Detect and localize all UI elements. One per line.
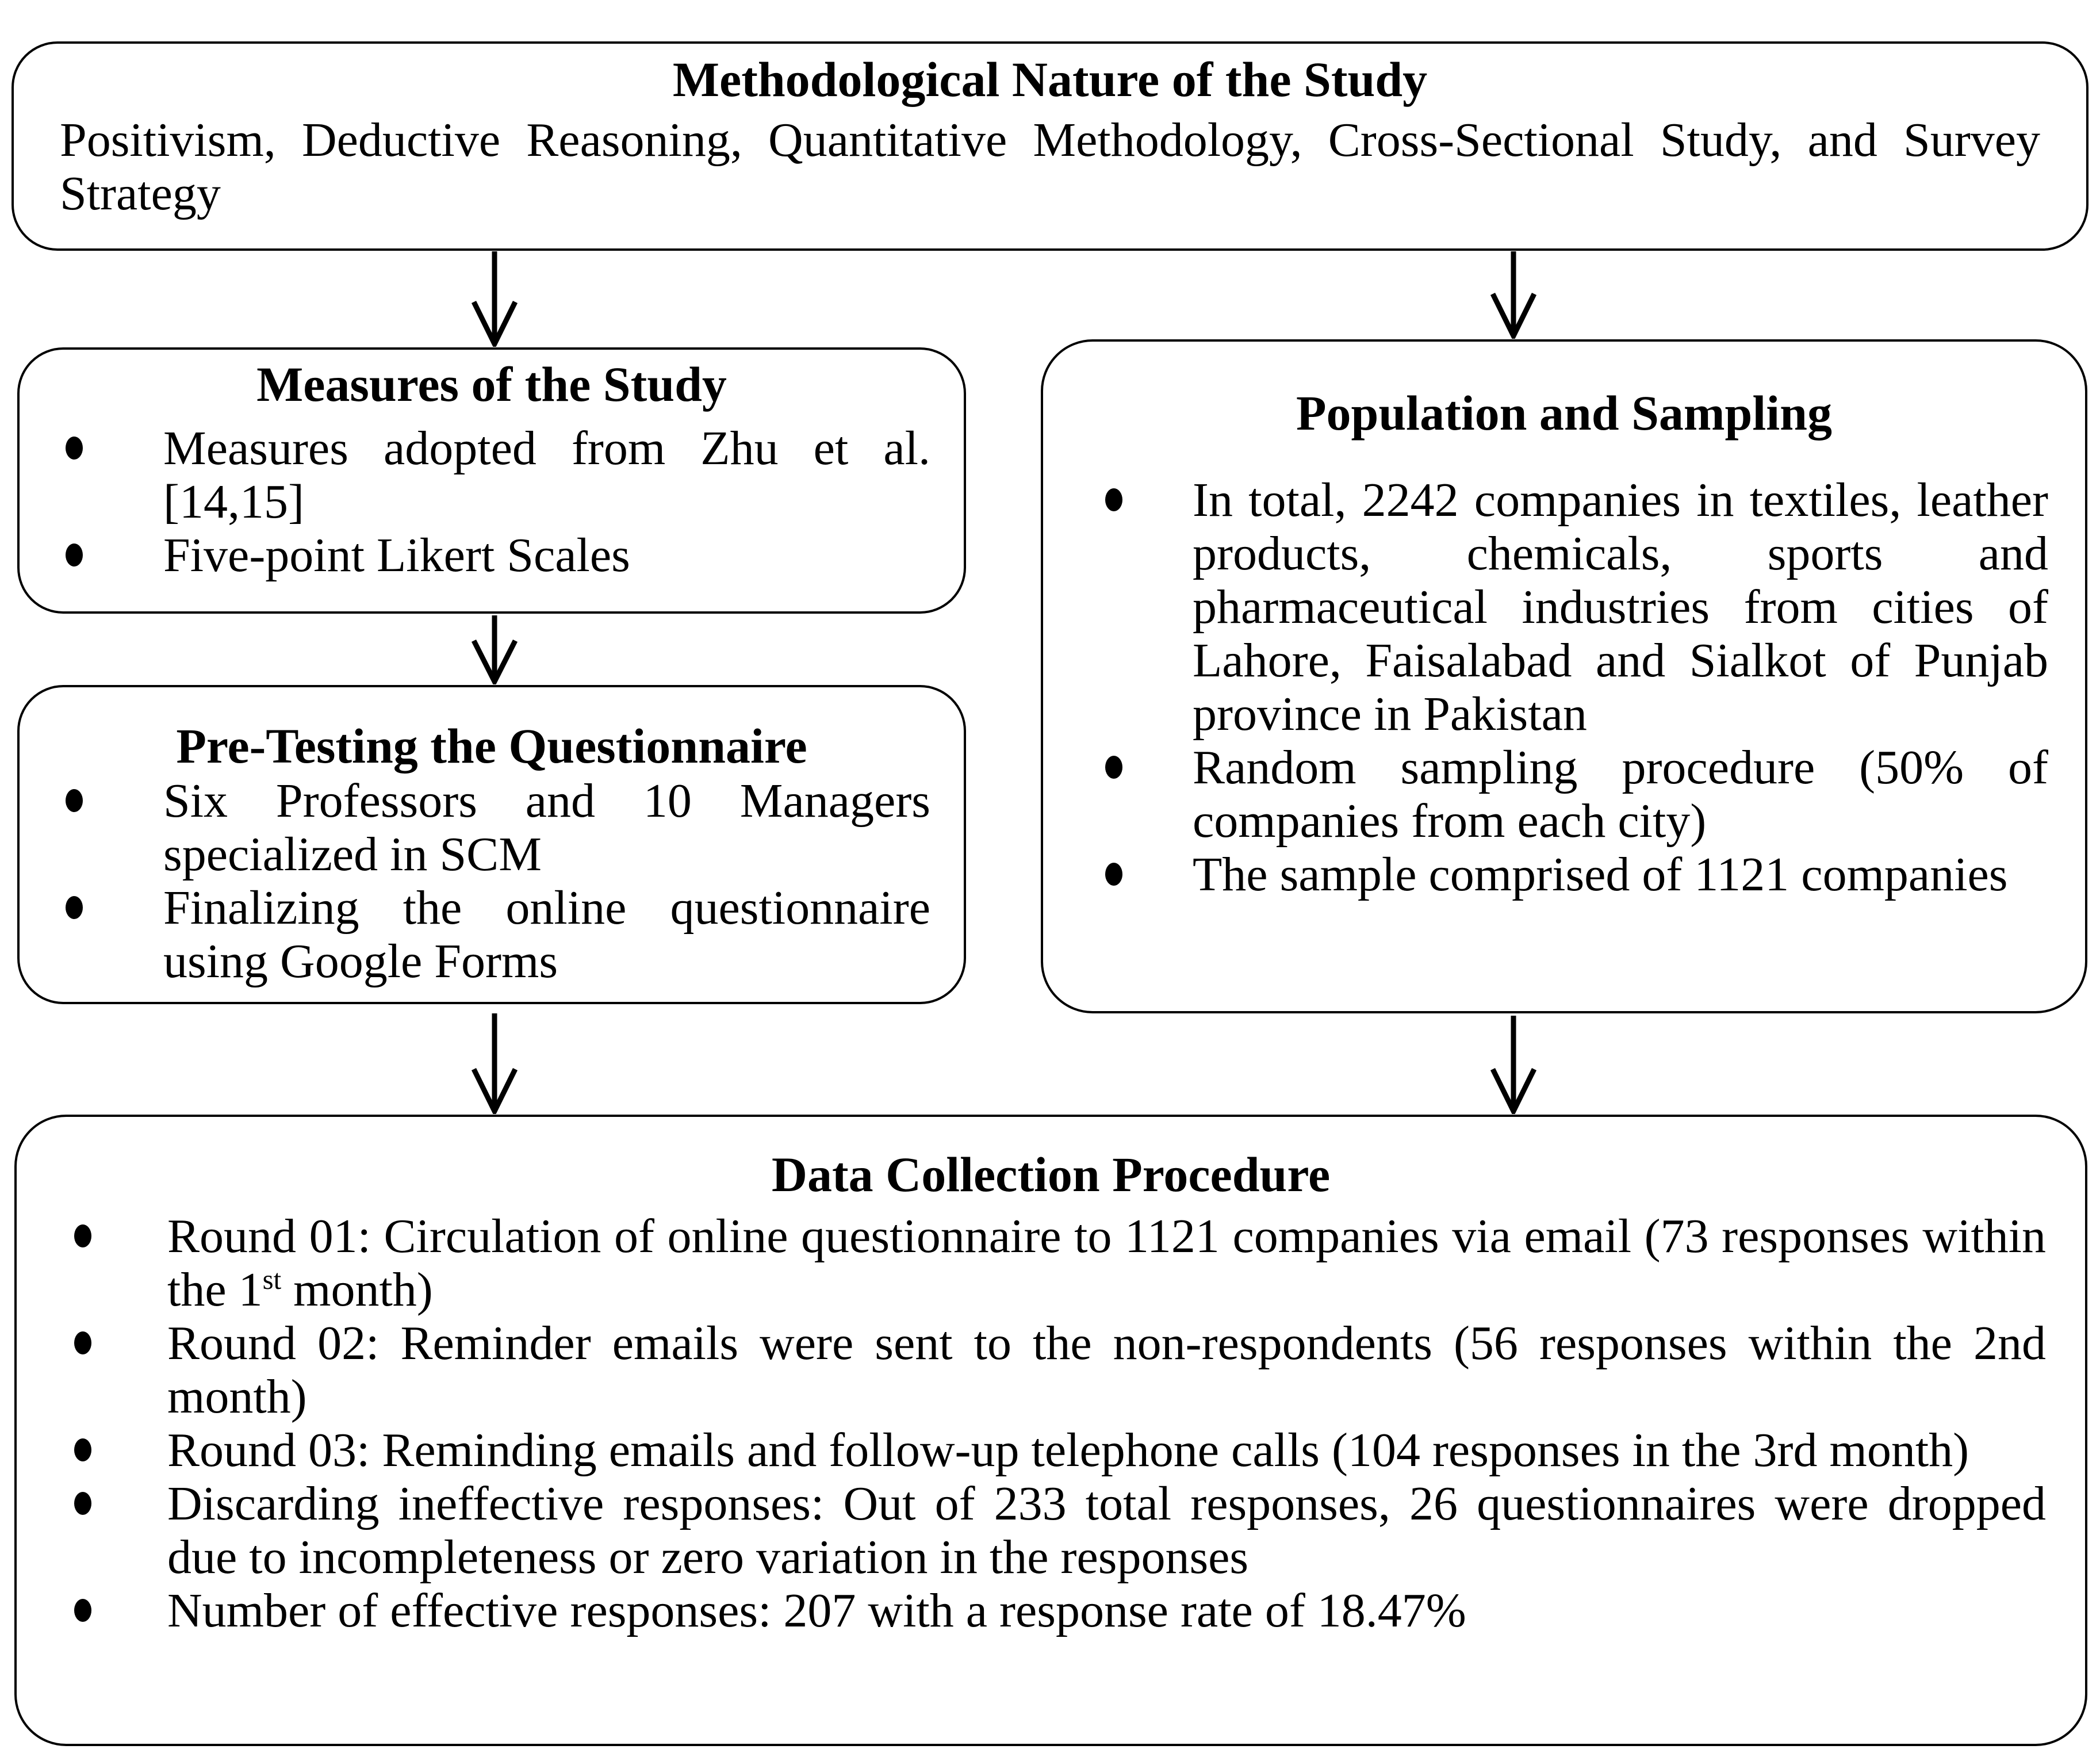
bullet-icon — [74, 1331, 91, 1354]
bullet-text: Round 03: Reminding emails and follow-up… — [167, 1423, 1969, 1477]
down-arrow-icon — [471, 251, 518, 347]
bullet-text: Measures adopted from Zhu et al. [14,15] — [163, 422, 930, 529]
bullet-text: Five-point Likert Scales — [163, 529, 630, 582]
down-arrow-icon — [471, 615, 518, 684]
data-collection-box: Data Collection Procedure Round 01: Circ… — [14, 1115, 2087, 1746]
bullet-icon — [74, 1599, 91, 1622]
measures-box: Measures of the Study Measures adopted f… — [17, 347, 966, 614]
bullet-icon — [1105, 488, 1122, 511]
methodological-nature-body: Positivism, Deductive Reasoning, Quantit… — [60, 113, 2040, 220]
data-collection-title: Data Collection Procedure — [771, 1147, 1331, 1202]
population-bullet-list: In total, 2242 companies in textiles, le… — [1043, 473, 2085, 901]
bullet-icon — [66, 437, 83, 460]
bullet-item: Round 02: Reminder emails were sent to t… — [17, 1316, 2085, 1423]
measures-title: Measures of the Study — [256, 357, 727, 412]
bullet-item: Number of effective responses: 207 with … — [17, 1584, 2085, 1637]
bullet-text: Number of effective responses: 207 with … — [167, 1584, 1466, 1637]
bullet-text: Six Professors and 10 Managers specializ… — [163, 774, 930, 881]
bullet-text: Round 01: Circulation of online question… — [167, 1210, 2046, 1316]
bullet-icon — [74, 1492, 91, 1515]
measures-bullet-list: Measures adopted from Zhu et al. [14,15]… — [20, 422, 964, 582]
bullet-icon — [74, 1224, 91, 1247]
bullet-icon — [66, 543, 83, 567]
bullet-icon — [1105, 863, 1122, 886]
population-sampling-box: Population and Sampling In total, 2242 c… — [1041, 339, 2087, 1013]
methodological-nature-title: Methodological Nature of the Study — [672, 52, 1428, 107]
bullet-item: Five-point Likert Scales — [20, 529, 964, 582]
bullet-text: In total, 2242 companies in textiles, le… — [1193, 473, 2048, 741]
bullet-item: Measures adopted from Zhu et al. [14,15] — [20, 422, 964, 529]
bullet-icon — [66, 896, 83, 919]
bullet-text: Finalizing the online questionnaire usin… — [163, 881, 930, 988]
bullet-item: In total, 2242 companies in textiles, le… — [1043, 473, 2085, 741]
bullet-icon — [1105, 756, 1122, 779]
bullet-icon — [66, 789, 83, 812]
down-arrow-icon — [471, 1013, 518, 1114]
bullet-text: Round 02: Reminder emails were sent to t… — [167, 1316, 2046, 1423]
bullet-item: Round 03: Reminding emails and follow-up… — [17, 1423, 2085, 1477]
bullet-text: The sample comprised of 1121 companies — [1193, 848, 2008, 901]
pretesting-title: Pre-Testing the Questionnaire — [176, 718, 807, 774]
bullet-item: Round 01: Circulation of online question… — [17, 1210, 2085, 1316]
bullet-item: Finalizing the online questionnaire usin… — [20, 881, 964, 988]
bullet-item: The sample comprised of 1121 companies — [1043, 848, 2085, 901]
pretesting-bullet-list: Six Professors and 10 Managers specializ… — [20, 774, 964, 988]
bullet-text: Discarding ineffective responses: Out of… — [167, 1477, 2046, 1584]
data-collection-bullet-list: Round 01: Circulation of online question… — [17, 1210, 2085, 1637]
down-arrow-icon — [1490, 1016, 1537, 1114]
methodological-nature-box: Methodological Nature of the Study Posit… — [12, 41, 2088, 251]
bullet-icon — [74, 1438, 91, 1461]
down-arrow-icon — [1490, 251, 1537, 339]
bullet-text: Random sampling procedure (50% of compan… — [1193, 741, 2048, 848]
bullet-item: Discarding ineffective responses: Out of… — [17, 1477, 2085, 1584]
population-sampling-title: Population and Sampling — [1296, 385, 1833, 441]
bullet-item: Six Professors and 10 Managers specializ… — [20, 774, 964, 881]
bullet-item: Random sampling procedure (50% of compan… — [1043, 741, 2085, 848]
pretesting-box: Pre-Testing the Questionnaire Six Profes… — [17, 685, 966, 1004]
